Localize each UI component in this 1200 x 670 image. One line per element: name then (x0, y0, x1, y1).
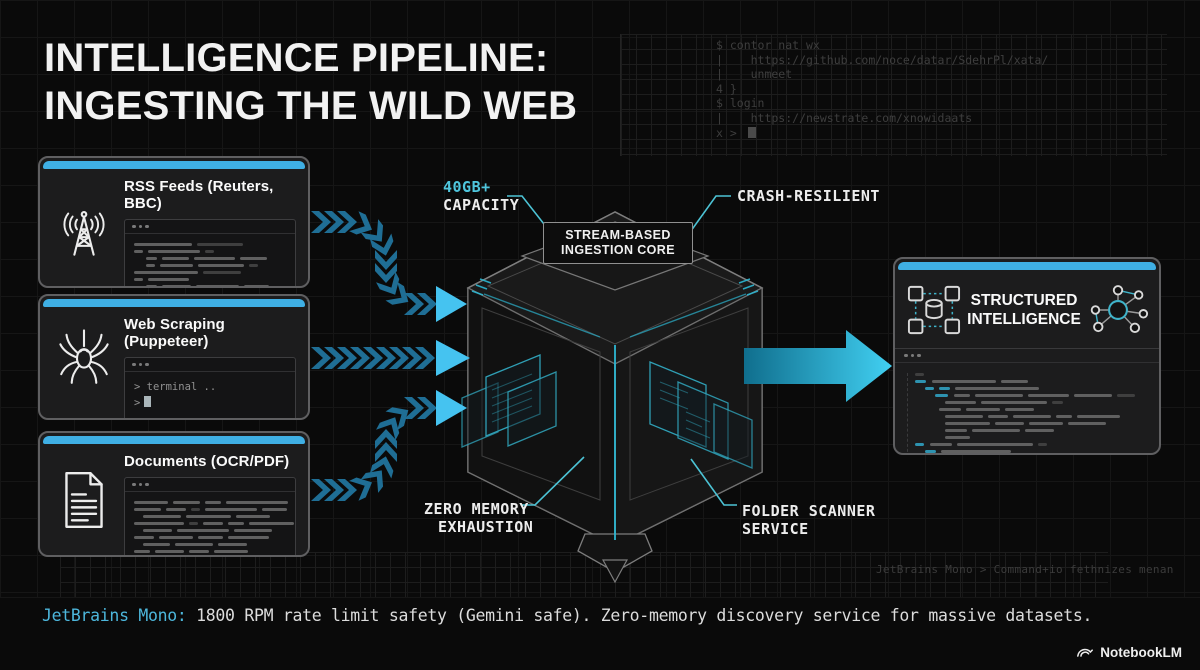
source-card-webscraping: Web Scraping (Puppeteer) > terminal .. > (38, 294, 310, 420)
terminal-dot (145, 224, 149, 229)
brand-lockup: NotebookLM (1076, 644, 1182, 660)
card-accent-bar (43, 299, 305, 307)
output-code-bars (895, 363, 1159, 453)
card-accent-bar (43, 436, 305, 444)
notebooklm-icon (1077, 648, 1094, 657)
source-card-rss: RSS Feeds (Reuters, BBC) (38, 156, 310, 288)
core-label-line2: INGESTION CORE (561, 243, 675, 257)
brand-name: NotebookLM (1100, 644, 1182, 660)
terminal-dot (132, 362, 136, 367)
terminal-dot (138, 482, 142, 487)
source-card-title: Web Scraping (Puppeteer) (124, 316, 225, 350)
terminal-code-bars (125, 234, 295, 286)
callout-capacity-value: 40GB+ (443, 178, 491, 196)
radio-tower-icon (54, 192, 114, 270)
callout-capacity: 40GB+ CAPACITY (443, 178, 519, 214)
footer-caption-text: 1800 RPM rate limit safety (Gemini safe)… (186, 606, 1093, 625)
terminal-header (125, 478, 295, 492)
card-accent-bar (43, 161, 305, 169)
output-card: STRUCTURED INTELLIGENCE (893, 257, 1161, 455)
knowledge-graph-icon (1090, 285, 1149, 334)
callout-crash-resilient: CRASH-RESILIENT (737, 187, 880, 205)
document-icon (54, 461, 114, 539)
ghost-terminal: $ contor nat wx| https://github.com/noce… (716, 38, 1049, 140)
source-card-title: RSS Feeds (Reuters, BBC) (124, 178, 274, 212)
core-label-line1: STREAM-BASED (565, 228, 671, 242)
output-card-title: STRUCTURED INTELLIGENCE (967, 292, 1081, 328)
mini-terminal (124, 477, 296, 555)
terminal-header (125, 358, 295, 372)
terminal-dot (910, 353, 914, 358)
terminal-code-bars (125, 492, 295, 555)
terminal-dot (917, 353, 921, 358)
terminal-dot (132, 224, 136, 229)
source-card-documents: Documents (OCR/PDF) (38, 431, 310, 557)
terminal-dot (138, 362, 142, 367)
output-card-header: STRUCTURED INTELLIGENCE (895, 270, 1159, 349)
footer-caption: JetBrains Mono: 1800 RPM rate limit safe… (42, 606, 1092, 625)
mini-terminal (124, 219, 296, 286)
terminal-dot (138, 224, 142, 229)
core-label: STREAM-BASED INGESTION CORE (543, 222, 693, 264)
callout-capacity-label: CAPACITY (443, 196, 520, 214)
terminal-header (895, 349, 1159, 363)
terminal-cursor-line: > (134, 395, 286, 411)
terminal-dot (132, 482, 136, 487)
footer-caption-label: JetBrains Mono: (42, 606, 187, 625)
page-title: INTELLIGENCE PIPELINE: INGESTING THE WIL… (44, 34, 577, 130)
terminal-line: > terminal .. (134, 381, 217, 393)
terminal-header (125, 220, 295, 234)
terminal-prompt: > terminal .. > (125, 372, 295, 418)
ghost-note: JetBrains Mono > Command+io fethnizes me… (876, 563, 1174, 576)
page-title-line2: INGESTING THE WILD WEB (44, 84, 578, 128)
callout-zero-memory: ZERO MEMORY EXHAUSTION (424, 500, 534, 536)
terminal-dot (145, 482, 149, 487)
flowchart-database-icon (907, 285, 961, 335)
terminal-dot (145, 362, 149, 367)
source-card-title: Documents (OCR/PDF) (124, 453, 290, 470)
mini-terminal: > terminal .. > (124, 357, 296, 418)
callout-folder-scanner: FOLDER SCANNER SERVICE (742, 502, 876, 538)
spider-icon (54, 322, 114, 400)
terminal-dot (904, 353, 908, 358)
page-title-line1: INTELLIGENCE PIPELINE: (44, 36, 549, 80)
card-accent-bar (898, 262, 1156, 270)
